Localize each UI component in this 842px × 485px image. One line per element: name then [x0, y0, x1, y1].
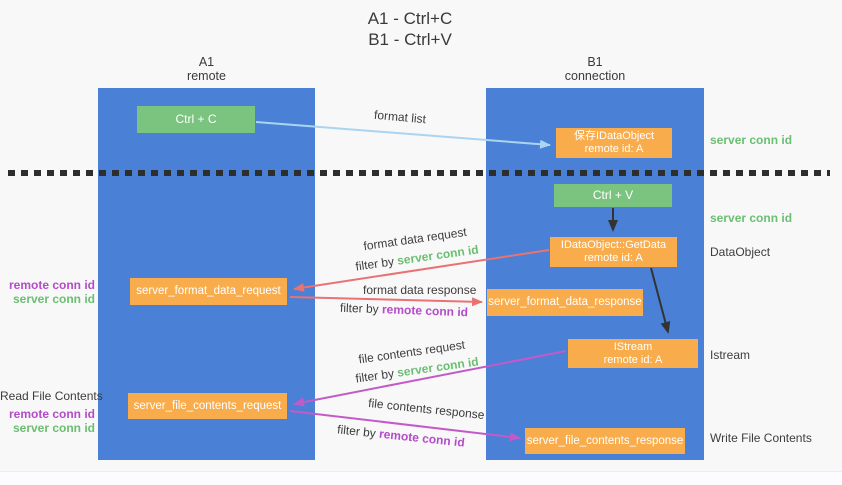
server-conn-id-label-top: server conn id: [710, 133, 793, 147]
server-file-contents-response-label: server_file_contents_response: [526, 434, 684, 447]
remote-conn-id-label-top: remote conn id: [8, 278, 95, 292]
session-separator-dashed-line: [8, 170, 830, 176]
write-file-contents-label: Write File Contents: [710, 431, 812, 445]
filter-file-request-prefix: filter by: [354, 365, 399, 386]
arrow-format-data-response: [289, 296, 483, 307]
ctrl-c-label: Ctrl + C: [175, 112, 217, 126]
filter-format-request-prefix: filter by: [354, 253, 399, 274]
istream-side-label: Istream: [710, 348, 751, 362]
server-conn-id-label-mid: server conn id: [710, 211, 793, 225]
filter-file-response-label: filter by remote conn id: [337, 422, 466, 449]
istream-line2: remote id: A: [603, 353, 663, 366]
format-data-response-label: format data response: [363, 283, 477, 297]
filter-format-response-highlight: remote conn id: [381, 302, 469, 320]
istream-box: IStream remote id: A: [568, 339, 698, 368]
right-column-name: B1: [587, 55, 603, 69]
istream-line1: IStream: [613, 340, 653, 353]
right-column-header: B1 connection: [486, 55, 704, 83]
format-list-label: format list: [373, 107, 427, 127]
ctrl-c-box: Ctrl + C: [137, 106, 255, 133]
diagram-title: A1 - Ctrl+C B1 - Ctrl+V: [300, 8, 520, 50]
title-line-2: B1 - Ctrl+V: [368, 30, 452, 49]
filter-file-response-prefix: filter by: [336, 422, 380, 441]
title-line-1: A1 - Ctrl+C: [367, 9, 453, 28]
getdata-line1: IDataObject::GetData: [560, 239, 667, 251]
save-idataobject-line1: 保存IDataObject: [573, 130, 655, 142]
bottom-strip: [0, 471, 842, 485]
filter-format-response-prefix: filter by: [339, 300, 383, 317]
server-format-data-response-box: server_format_data_response: [487, 289, 643, 316]
server-format-data-request-box: server_format_data_request: [130, 278, 287, 305]
ctrl-v-box: Ctrl + V: [554, 184, 672, 207]
file-contents-response-label: file contents response: [367, 395, 486, 423]
server-conn-id-label-left-top: server conn id: [12, 292, 95, 306]
filter-format-response-label: filter by remote conn id: [340, 301, 468, 319]
save-idataobject-line2: remote id: A: [584, 143, 644, 155]
server-conn-id-label-left-bottom: server conn id: [12, 421, 95, 435]
left-column-name: A1: [198, 55, 215, 69]
filter-file-response-highlight: remote conn id: [378, 426, 466, 450]
server-format-data-response-label: server_format_data_response: [488, 296, 642, 308]
server-file-contents-response-box: server_file_contents_response: [525, 428, 685, 454]
left-column-header: A1 remote: [98, 55, 315, 83]
left-column-role: remote: [187, 69, 226, 83]
save-idataobject-box: 保存IDataObject remote id: A: [556, 128, 672, 158]
right-column-role: connection: [564, 69, 626, 83]
dataobject-side-label: DataObject: [710, 245, 771, 259]
remote-conn-id-label-bottom: remote conn id: [8, 407, 95, 421]
server-file-contents-request-box: server_file_contents_request: [128, 393, 287, 419]
idataobject-getdata-box: IDataObject::GetData remote id: A: [550, 237, 677, 267]
server-format-data-request-label: server_format_data_request: [136, 285, 281, 297]
read-file-contents-label: Read File Contents: [0, 389, 103, 403]
ctrl-v-label: Ctrl + V: [592, 188, 634, 202]
getdata-line2: remote id: A: [584, 252, 643, 264]
server-file-contents-request-label: server_file_contents_request: [133, 399, 282, 412]
